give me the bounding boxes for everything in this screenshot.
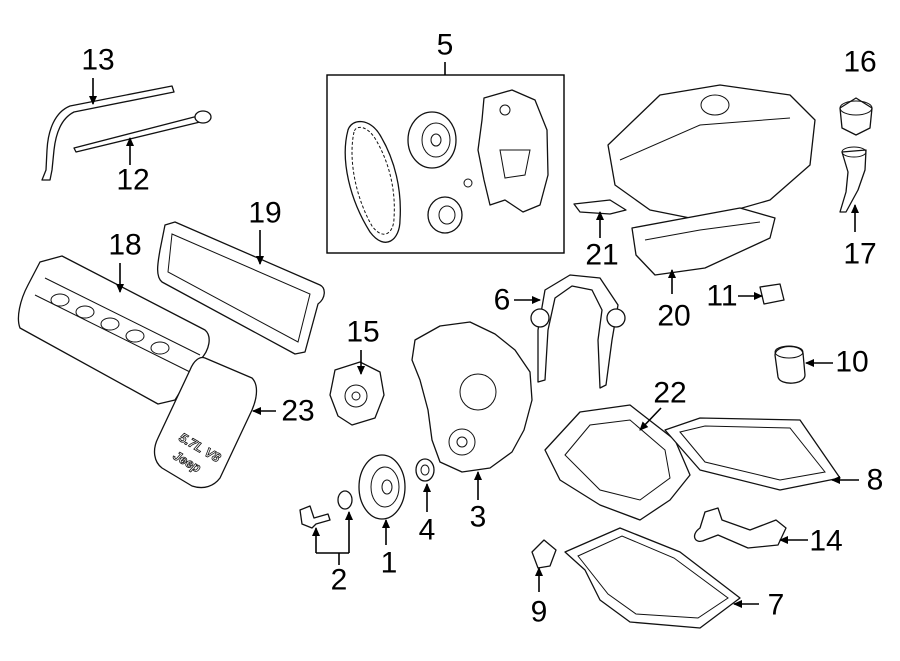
dipstick-group bbox=[41, 85, 212, 181]
oil-pan bbox=[564, 527, 741, 629]
timing-cover bbox=[411, 321, 533, 473]
callout-22: 22 bbox=[653, 377, 686, 410]
callout-17: 17 bbox=[843, 238, 876, 271]
callout-21: 21 bbox=[585, 239, 618, 272]
timing-kit-group: 5 bbox=[326, 29, 565, 254]
intake-manifold-upper bbox=[607, 84, 816, 221]
leader-lines bbox=[89, 78, 859, 608]
kit-box-label: 5 bbox=[437, 29, 454, 62]
callout-23: 23 bbox=[281, 395, 314, 428]
cam-sprocket bbox=[407, 111, 457, 169]
callout-6: 6 bbox=[494, 284, 511, 317]
oil-filter-group bbox=[774, 345, 806, 384]
callout-16: 16 bbox=[843, 46, 876, 79]
crank-washer bbox=[337, 490, 353, 510]
timing-cover-gasket bbox=[537, 274, 619, 389]
oil-filler-tube bbox=[839, 149, 867, 213]
valve-cover-gasket bbox=[156, 221, 325, 355]
valve-cover bbox=[17, 255, 210, 405]
callout-2: 2 bbox=[331, 564, 348, 597]
water-pump bbox=[329, 361, 385, 426]
drain-plug bbox=[531, 539, 557, 569]
callout-18: 18 bbox=[108, 229, 141, 262]
crank-seal bbox=[415, 458, 435, 482]
callout-9: 9 bbox=[531, 596, 548, 629]
intake-manifold-lower bbox=[631, 207, 776, 276]
callout-7: 7 bbox=[768, 589, 785, 622]
crank-sprocket bbox=[427, 196, 463, 234]
callout-13: 13 bbox=[81, 44, 114, 77]
callout-20: 20 bbox=[657, 300, 690, 333]
callout-3: 3 bbox=[470, 501, 487, 534]
callout-1: 1 bbox=[381, 547, 398, 580]
callout-11: 11 bbox=[706, 280, 737, 313]
cover-insert-group: 5.7L V8 Jeep bbox=[153, 356, 258, 489]
chain-tensioner bbox=[477, 89, 549, 213]
oil-pickup-tube bbox=[693, 507, 787, 549]
valve-cover-group bbox=[17, 255, 210, 405]
dipstick bbox=[73, 115, 201, 153]
oil-filler-group bbox=[839, 97, 873, 213]
callout-14: 14 bbox=[809, 525, 842, 558]
oil-filler-cap bbox=[839, 97, 873, 136]
callout-labels: 1 2 3 4 6 7 8 9 10 11 12 13 14 15 16 17 … bbox=[81, 44, 883, 629]
callout-19: 19 bbox=[248, 197, 281, 230]
engine-cover bbox=[153, 356, 258, 489]
crank-parts-group bbox=[299, 454, 435, 529]
oil-filter bbox=[774, 345, 806, 384]
callout-8: 8 bbox=[867, 464, 884, 497]
timing-chain bbox=[344, 120, 401, 243]
windage-tray bbox=[544, 404, 691, 521]
pcv-fitting bbox=[759, 283, 785, 305]
callout-4: 4 bbox=[419, 514, 436, 547]
dipstick-tube bbox=[41, 85, 175, 181]
intake-manifold-group bbox=[607, 84, 816, 276]
callout-10: 10 bbox=[835, 346, 868, 379]
crank-bolt bbox=[299, 505, 331, 529]
callout-15: 15 bbox=[346, 316, 379, 349]
intake-gasket bbox=[573, 199, 627, 215]
callout-12: 12 bbox=[116, 164, 149, 197]
